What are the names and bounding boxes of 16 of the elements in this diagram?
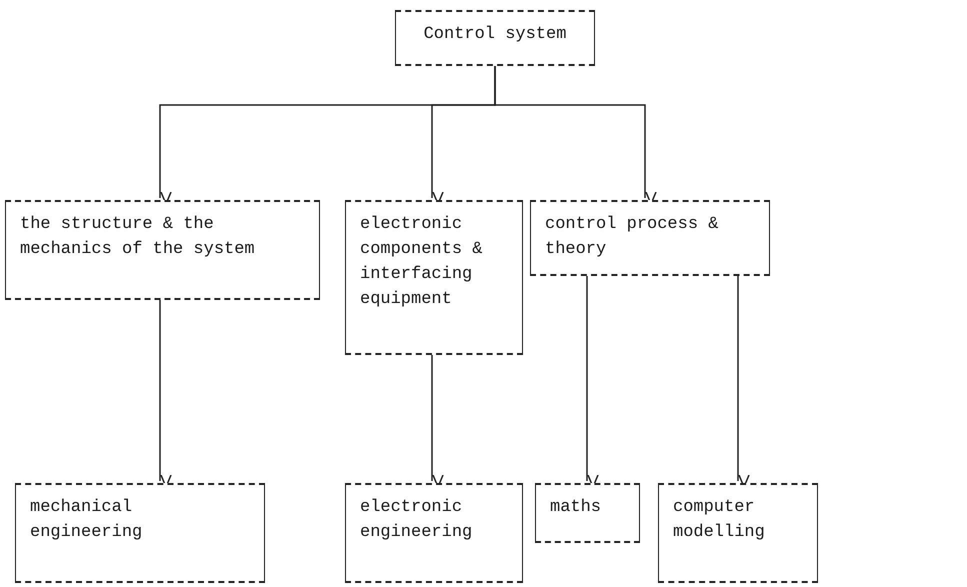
text-box [345, 200, 523, 355]
text-box [395, 10, 595, 66]
box-label: mechanical engineering [30, 497, 144, 544]
text-box [535, 483, 640, 543]
box-label: computer modelling [673, 497, 766, 544]
text-box [345, 483, 523, 583]
box-label: maths [550, 497, 602, 519]
text-box [5, 200, 320, 300]
box-label: electronic components & interfacing equipment [360, 214, 484, 311]
box-label: control process & theory [545, 214, 720, 261]
box-label: electronic engineering [360, 497, 474, 544]
text-box [15, 483, 265, 583]
box-label: Control system [424, 24, 566, 46]
box-label: the structure & the mechanics of the system [20, 214, 256, 261]
text-box [658, 483, 818, 583]
text-box [530, 200, 770, 276]
